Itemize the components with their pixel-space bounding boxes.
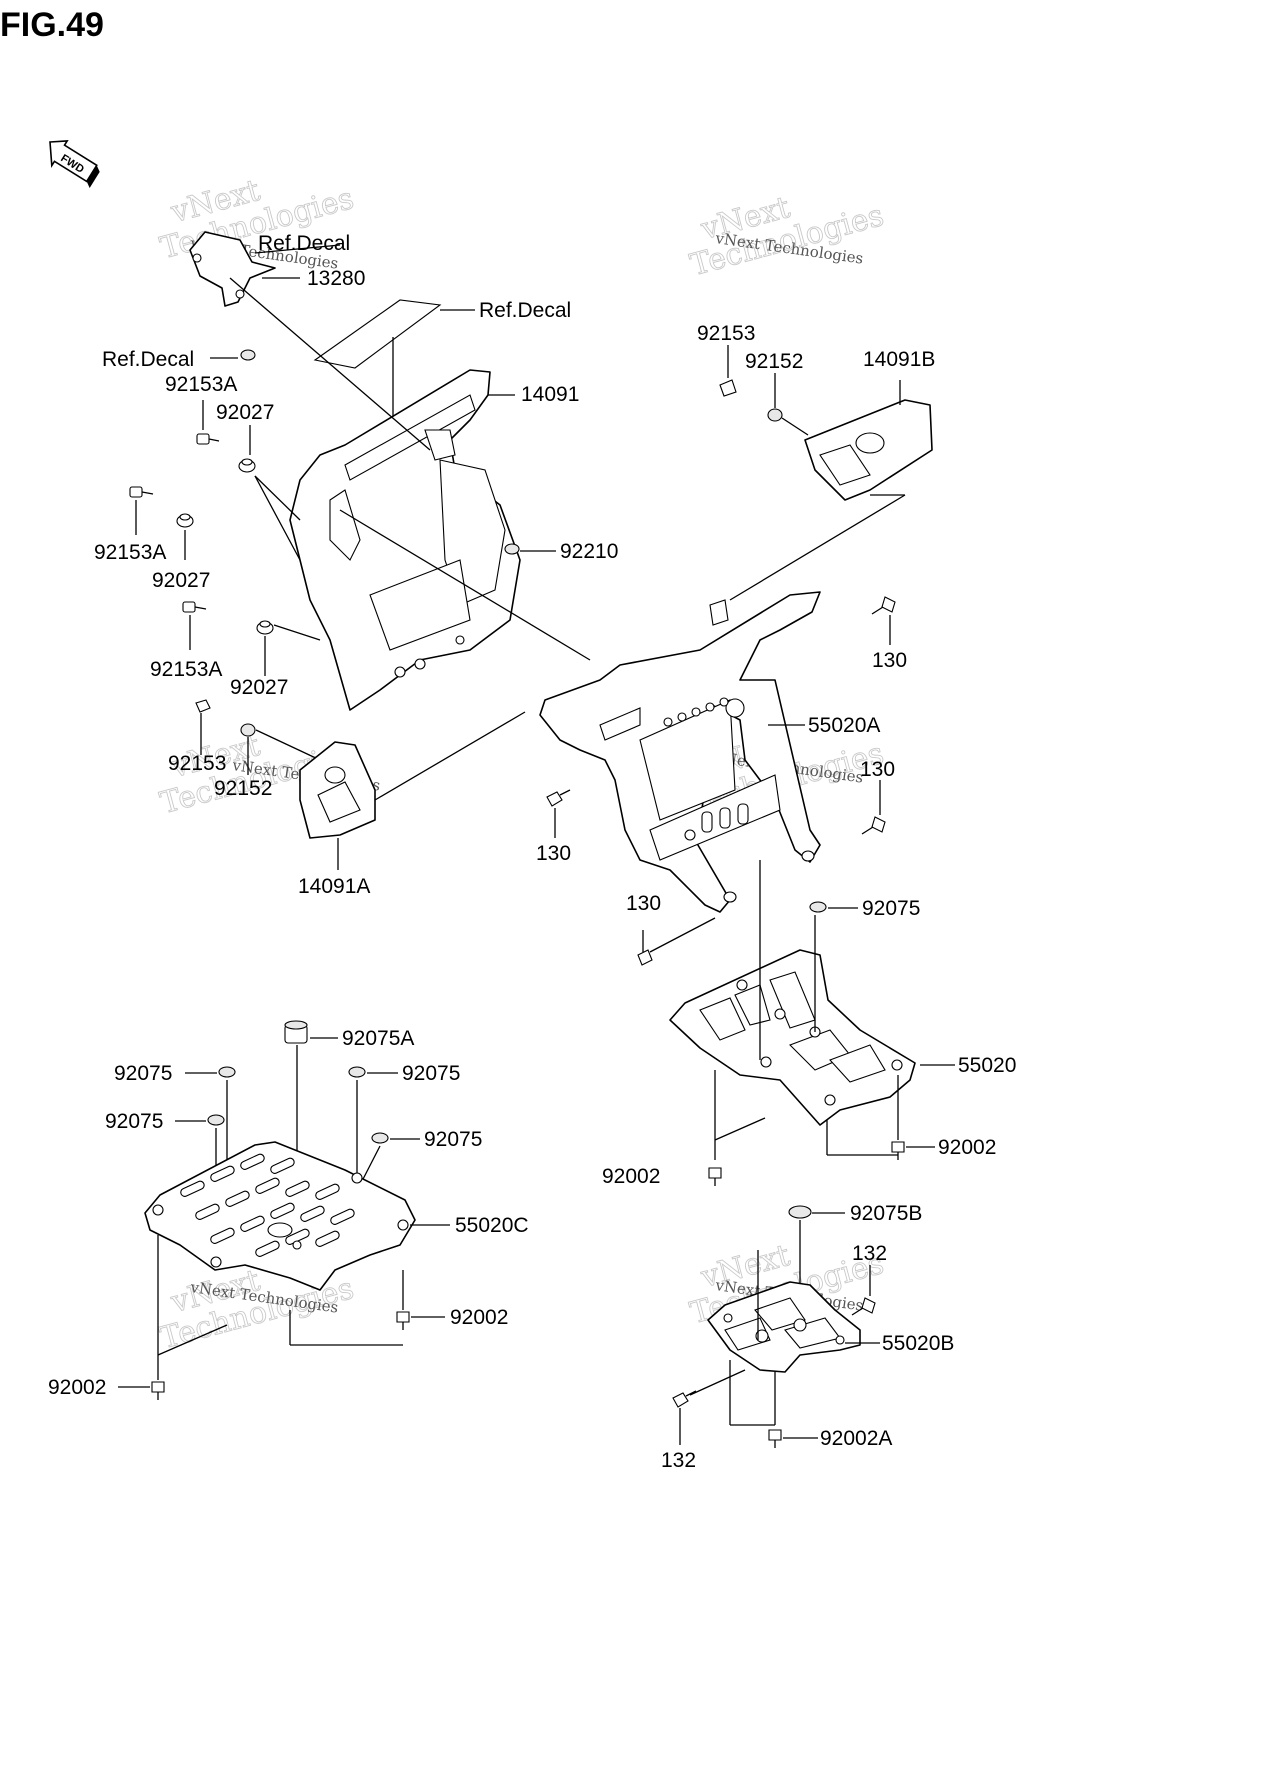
- bolt-132-a: [851, 1297, 876, 1316]
- collar-92027-2: [176, 513, 194, 528]
- screw-92153-right: [719, 379, 737, 397]
- nut-92152-left: [240, 723, 256, 737]
- bracket-13280: [189, 231, 276, 307]
- grommet-92210: [504, 543, 520, 555]
- collar-92027-3: [256, 620, 274, 635]
- label-130-b: 130: [860, 758, 895, 781]
- label-92153-left: 92153: [168, 752, 226, 775]
- bolt-92002-left-2: [151, 1381, 165, 1400]
- label-92075-l3: 92075: [105, 1110, 163, 1133]
- label-92002A: 92002A: [820, 1427, 892, 1450]
- label-ref-decal-top: Ref.Decal: [258, 232, 350, 255]
- cover-14091B: [804, 399, 933, 501]
- frame-55020A: [539, 591, 821, 913]
- fwd-arrow-icon: FWD: [49, 140, 100, 189]
- bolt-92002A: [768, 1429, 782, 1448]
- label-92002-right-2: 92002: [602, 1165, 660, 1188]
- label-ref-decal-left: Ref.Decal: [102, 348, 194, 371]
- bolt-92002-left-1: [396, 1311, 410, 1330]
- nut-92075-l4: [371, 1132, 389, 1144]
- label-92075-l2: 92075: [402, 1062, 460, 1085]
- bolt-132-b: [672, 1390, 697, 1408]
- label-92075B: 92075B: [850, 1202, 922, 1225]
- label-92002-left-1: 92002: [450, 1306, 508, 1329]
- label-92153-right: 92153: [697, 322, 755, 345]
- skid-plate-55020: [669, 949, 916, 1126]
- label-92075-l4: 92075: [424, 1128, 482, 1151]
- nut-92075-l1: [218, 1066, 236, 1078]
- watermark-top-left: vNext Technologies: [156, 173, 358, 267]
- bolt-92153A-2: [129, 486, 154, 498]
- collar-92027-1: [238, 458, 256, 473]
- label-14091B: 14091B: [863, 348, 935, 371]
- bolt-92002-right-2: [708, 1167, 722, 1186]
- label-92075-right: 92075: [862, 897, 920, 920]
- nut-92075-l2: [348, 1066, 366, 1078]
- nut-92075-right: [809, 901, 827, 913]
- label-92027-2: 92027: [152, 569, 210, 592]
- screw-92153-left: [195, 699, 211, 713]
- bolt-130-d: [637, 917, 716, 966]
- label-92153A-3: 92153A: [150, 658, 222, 681]
- label-14091A: 14091A: [298, 875, 370, 898]
- front-guard-14091: [289, 369, 521, 711]
- bolt-130-c: [546, 789, 571, 807]
- decal-sheet: [313, 299, 442, 369]
- skid-plate-55020B: [707, 1281, 861, 1373]
- label-130-c: 130: [536, 842, 571, 865]
- cap-92075B: [788, 1205, 812, 1219]
- label-55020: 55020: [958, 1054, 1016, 1077]
- label-132-b: 132: [661, 1449, 696, 1472]
- label-92152-left: 92152: [214, 777, 272, 800]
- decal-clip: [240, 349, 256, 361]
- cap-92075A: [284, 1020, 308, 1044]
- figure-title: FIG.49: [0, 6, 104, 44]
- cover-14091A: [299, 741, 376, 839]
- label-92210: 92210: [560, 540, 618, 563]
- bolt-130-a: [871, 596, 896, 615]
- label-13280: 13280: [307, 267, 365, 290]
- label-14091: 14091: [521, 383, 579, 406]
- label-130-a: 130: [872, 649, 907, 672]
- bolt-92153A-1: [196, 433, 220, 445]
- label-92153A-2: 92153A: [94, 541, 166, 564]
- bolt-92002-right-1: [891, 1141, 905, 1160]
- label-130-d: 130: [626, 892, 661, 915]
- label-ref-decal-mid: Ref.Decal: [479, 299, 571, 322]
- nut-92075-l3: [207, 1114, 225, 1126]
- skid-plate-55020C: [144, 1141, 416, 1291]
- label-92075A: 92075A: [342, 1027, 414, 1050]
- label-92002-right-1: 92002: [938, 1136, 996, 1159]
- label-92027-3: 92027: [230, 676, 288, 699]
- label-92152-right: 92152: [745, 350, 803, 373]
- nut-92152-right: [767, 408, 783, 422]
- label-92153A-1: 92153A: [165, 373, 237, 396]
- label-92027-1: 92027: [216, 401, 274, 424]
- label-92075-l1: 92075: [114, 1062, 172, 1085]
- label-55020C: 55020C: [455, 1214, 529, 1237]
- label-55020A: 55020A: [808, 714, 880, 737]
- label-55020B: 55020B: [882, 1332, 954, 1355]
- bolt-130-b: [861, 816, 886, 835]
- bolt-92153A-3: [182, 601, 207, 613]
- label-92002-left-2: 92002: [48, 1376, 106, 1399]
- label-132-a: 132: [852, 1242, 887, 1265]
